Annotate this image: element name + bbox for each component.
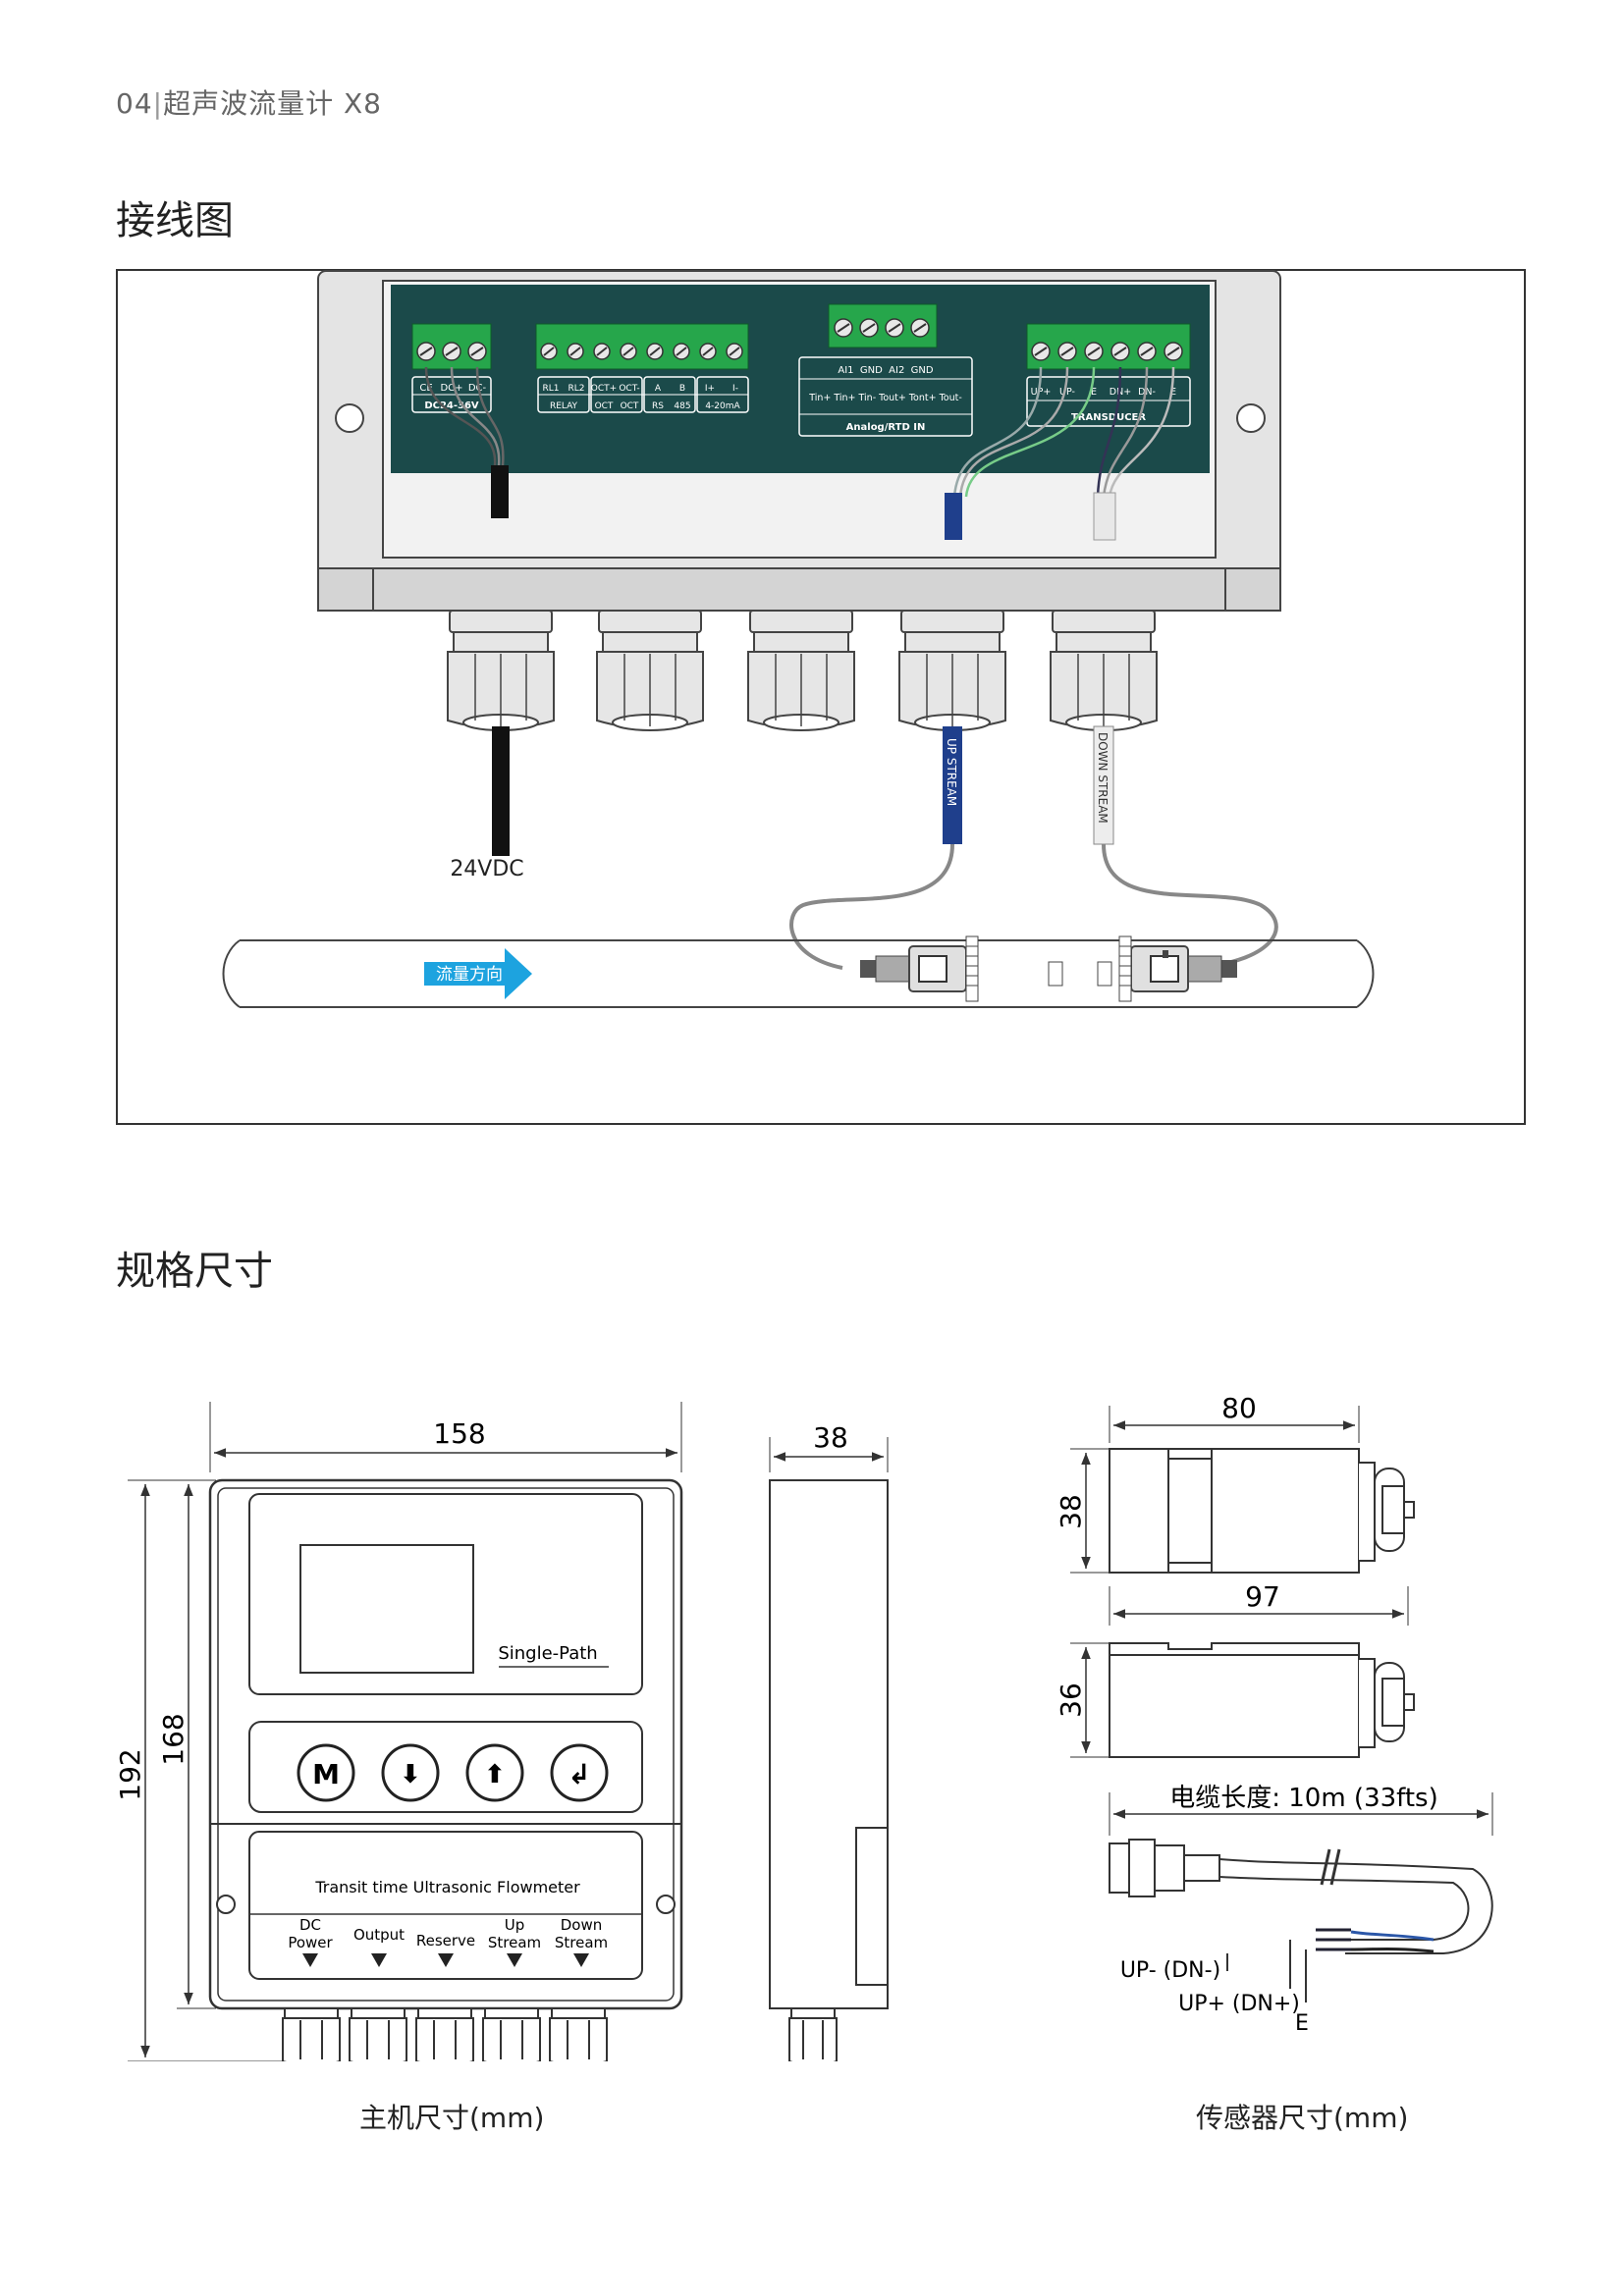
sensor-b-length-value: 97 (1245, 1580, 1280, 1613)
enter-key[interactable] (550, 1743, 609, 1802)
transducer-terminal-label: E (1091, 387, 1097, 398)
caption-main-unit: 主机尺寸(mm) (359, 2102, 545, 2134)
transducer-terminal-label: DN- (1138, 387, 1156, 398)
io-group-label: OCT (621, 401, 639, 411)
header-divider: | (152, 87, 164, 120)
transducer-terminal-label: E (1170, 387, 1176, 398)
analog-label-top: AI1 GND AI2 GND (838, 365, 934, 376)
sensor-a-height-value: 38 (1055, 1494, 1087, 1529)
sensor-a-length-value: 80 (1221, 1392, 1257, 1424)
up-key-label: ⬆ (484, 1760, 506, 1789)
dims-section-title: 规格尺寸 (116, 1249, 273, 1294)
up-stream-label: UP STREAM (945, 738, 958, 806)
io-group-label: OCT (595, 401, 614, 411)
power-terminal-label: DC+ (440, 383, 462, 394)
io-terminal-label: I- (732, 384, 738, 394)
page-header: 04|超声波流量计 X8 (116, 82, 382, 122)
down-stream-wires (1096, 366, 1175, 498)
screw-right (656, 1895, 676, 1914)
flow-direction-label: 流量方向 (436, 965, 503, 985)
screw-left (216, 1895, 236, 1914)
sensor-a-drawing (1109, 1448, 1415, 1574)
io-terminal-label: I+ (705, 384, 715, 394)
port-label: Up (505, 1916, 525, 1934)
pipe (222, 939, 1375, 1008)
transducer-label: TRANSDUCER (1071, 412, 1146, 423)
io-terminal-label: OCT- (619, 384, 639, 394)
io-terminal-label: OCT+ (591, 384, 617, 394)
power-cable-label: 24VDC (450, 857, 523, 881)
menu-key-label: M (312, 1758, 340, 1790)
main-unit-glands (282, 2007, 608, 2061)
sensor-cable-drawing (1109, 1839, 1493, 2002)
io-group-label: 4-20mA (705, 401, 740, 411)
cable-length-label: 电缆长度: 10m (33fts) (1169, 1784, 1438, 1813)
up-key[interactable] (465, 1743, 524, 1802)
header-title: 超声波流量计 X8 (163, 87, 382, 120)
io-group-label: 485 (674, 401, 690, 411)
product-name: Transit time Ultrasonic Flowmeter (314, 1878, 580, 1896)
main-unit-front: Single-Path M ⬇ ⬆ ↲ Transit time Ultraso… (208, 1478, 683, 2010)
down-stream-label: DOWN STREAM (1096, 732, 1110, 824)
power-terminal-label: CE (419, 383, 432, 394)
port-label: Down (561, 1916, 603, 1934)
port-label: Reserve (416, 1932, 475, 1949)
wiring-diagram: CE DC+ DC- DC24-36V RL1 RL2 OCT+ OCT- A … (116, 269, 1526, 1125)
transducer-terminal-label: UP+ (1031, 387, 1052, 398)
screen-label: Single-Path (498, 1643, 597, 1664)
wiring-section-title: 接线图 (116, 198, 234, 243)
port-label: Output (353, 1926, 405, 1944)
port-label: Stream (488, 1934, 541, 1951)
power-terminal-label: DC- (468, 383, 487, 394)
transducer-terminal-label: UP- (1059, 387, 1075, 398)
port-label: Stream (555, 1934, 608, 1951)
sensor-b-drawing (1109, 1642, 1415, 1758)
io-terminal-label: RL1 (543, 384, 560, 394)
down-key-label: ⬇ (400, 1760, 421, 1789)
io-terminal-label: B (679, 384, 685, 394)
caption-sensor: 传感器尺寸(mm) (1196, 2102, 1409, 2134)
analog-terminal-block: AI1 GND AI2 GND Tin+ Tin+ Tin- Tout+ Ton… (798, 303, 973, 437)
menu-key[interactable] (297, 1743, 355, 1802)
up-stream-transducer (860, 935, 979, 1002)
main-depth-value: 38 (813, 1421, 848, 1454)
io-group-label: RS (652, 401, 664, 411)
analog-label-mid: Tin+ Tin+ Tin- Tout+ Tont+ Tout- (808, 393, 962, 403)
main-height-outer-value: 192 (114, 1748, 146, 1800)
power-voltage-label: DC24-36V (424, 400, 479, 411)
mount-hole-left (335, 403, 364, 433)
main-height-inner-value: 168 (157, 1713, 189, 1765)
io-group-label: RELAY (550, 401, 578, 411)
page-number: 04 (116, 87, 153, 120)
wire-label-e: E (1295, 2011, 1309, 2036)
power-wires (424, 366, 505, 466)
mount-hole-right (1236, 403, 1266, 433)
power-terminal-block: CE DC+ DC- DC24-36V (411, 323, 492, 413)
up-stream-cable (943, 726, 962, 844)
analog-label-bottom: Analog/RTD IN (846, 422, 926, 433)
main-unit-side (769, 1479, 889, 2061)
power-cable (492, 726, 510, 856)
flow-arrow (424, 948, 532, 999)
enter-key-label: ↲ (568, 1758, 590, 1790)
up-stream-wires (952, 366, 1096, 498)
transducer-terminal-block: UP+ UP- E DN+ DN- E TRANSDUCER (1026, 323, 1191, 427)
wire-label-up-minus: UP- (DN-) (1120, 1958, 1220, 1983)
port-label: Power (288, 1934, 333, 1951)
down-key[interactable] (381, 1743, 440, 1802)
down-stream-transducer (1118, 935, 1237, 1002)
main-width-value: 158 (433, 1417, 485, 1450)
io-terminal-label: RL2 (568, 384, 585, 394)
sensor-b-height-value: 36 (1055, 1682, 1087, 1718)
wire-label-up-plus: UP+ (DN+) (1178, 1992, 1300, 2016)
io-terminal-label: A (655, 384, 662, 394)
port-label: DC (299, 1916, 321, 1934)
dimension-drawings: 158 192 168 Single-Path M ⬇ ⬆ ↲ Transit … (114, 1392, 1493, 2061)
io-terminal-block: RL1 RL2 OCT+ OCT- A B I+ I- RELAY OCT OC… (535, 323, 749, 413)
